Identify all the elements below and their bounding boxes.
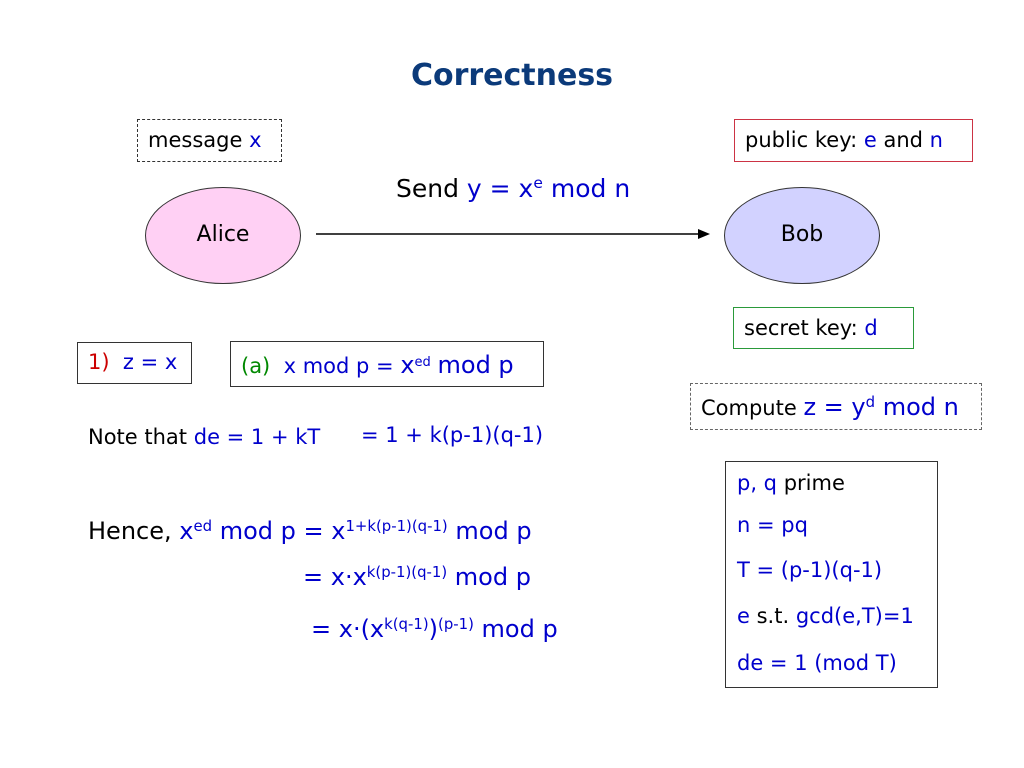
fact-de: de = 1 (mod T) xyxy=(737,651,897,675)
fact-e: e s.t. gcd(e,T)=1 xyxy=(737,604,914,628)
z-equals-x-box: 1) z = x xyxy=(77,342,192,384)
z-expr: z = x xyxy=(122,350,178,374)
public-key-n: n xyxy=(929,128,943,152)
note-prefix: Note that xyxy=(88,425,188,449)
step-number: 1) xyxy=(88,350,110,374)
compute-box: Compute z = yd mod n xyxy=(690,383,982,430)
public-key-e: e xyxy=(863,128,877,152)
note-expr: de = 1 + kT xyxy=(193,425,321,449)
message-label: message xyxy=(148,128,243,152)
fact-n: n = pq xyxy=(737,513,808,537)
note-continuation: = 1 + k(p-1)(q-1) xyxy=(361,423,544,447)
hence-line-3: = x·(xk(q-1))(p-1) mod p xyxy=(311,614,558,643)
fact-pq-prime: p, q prime xyxy=(737,471,845,495)
alice-node: Alice xyxy=(145,187,301,284)
note-line: Note that de = 1 + kT xyxy=(88,425,320,449)
hence-line-2: = x·xk(p-1)(q-1) mod p xyxy=(303,562,531,591)
page-title: Correctness xyxy=(410,58,614,93)
fact-T: T = (p-1)(q-1) xyxy=(737,558,883,582)
send-label: Send y = xe mod n xyxy=(396,174,630,203)
parameters-box: p, q prime n = pq T = (p-1)(q-1) e s.t. … xyxy=(725,461,938,688)
public-key-box: public key: e and n xyxy=(734,119,973,162)
send-expr: y = xe mod n xyxy=(466,174,631,203)
secret-key-label: secret key: xyxy=(744,316,858,340)
alice-label: Alice xyxy=(196,222,250,247)
message-box: message x xyxy=(137,119,282,162)
message-var: x xyxy=(249,128,262,152)
hence-line-1: Hence, xed mod p = x1+k(p-1)(q-1) mod p xyxy=(88,517,532,545)
case-a-label: (a) xyxy=(241,354,271,378)
hence-prefix: Hence, xyxy=(88,517,172,545)
send-word: Send xyxy=(396,174,459,203)
compute-word: Compute xyxy=(701,396,797,420)
public-key-label: public key: xyxy=(745,128,858,152)
secret-key-d: d xyxy=(864,316,878,340)
public-key-and: and xyxy=(883,128,923,152)
hence-expr-1: xed mod p = x1+k(p-1)(q-1) mod p xyxy=(179,516,532,545)
bob-node: Bob xyxy=(724,187,880,284)
compute-expr: z = yd mod n xyxy=(803,392,959,421)
bob-label: Bob xyxy=(780,222,824,247)
case-a-expr: x mod p = xed mod p xyxy=(283,351,514,379)
case-a-box: (a) x mod p = xed mod p xyxy=(230,341,544,387)
secret-key-box: secret key: d xyxy=(733,307,914,349)
